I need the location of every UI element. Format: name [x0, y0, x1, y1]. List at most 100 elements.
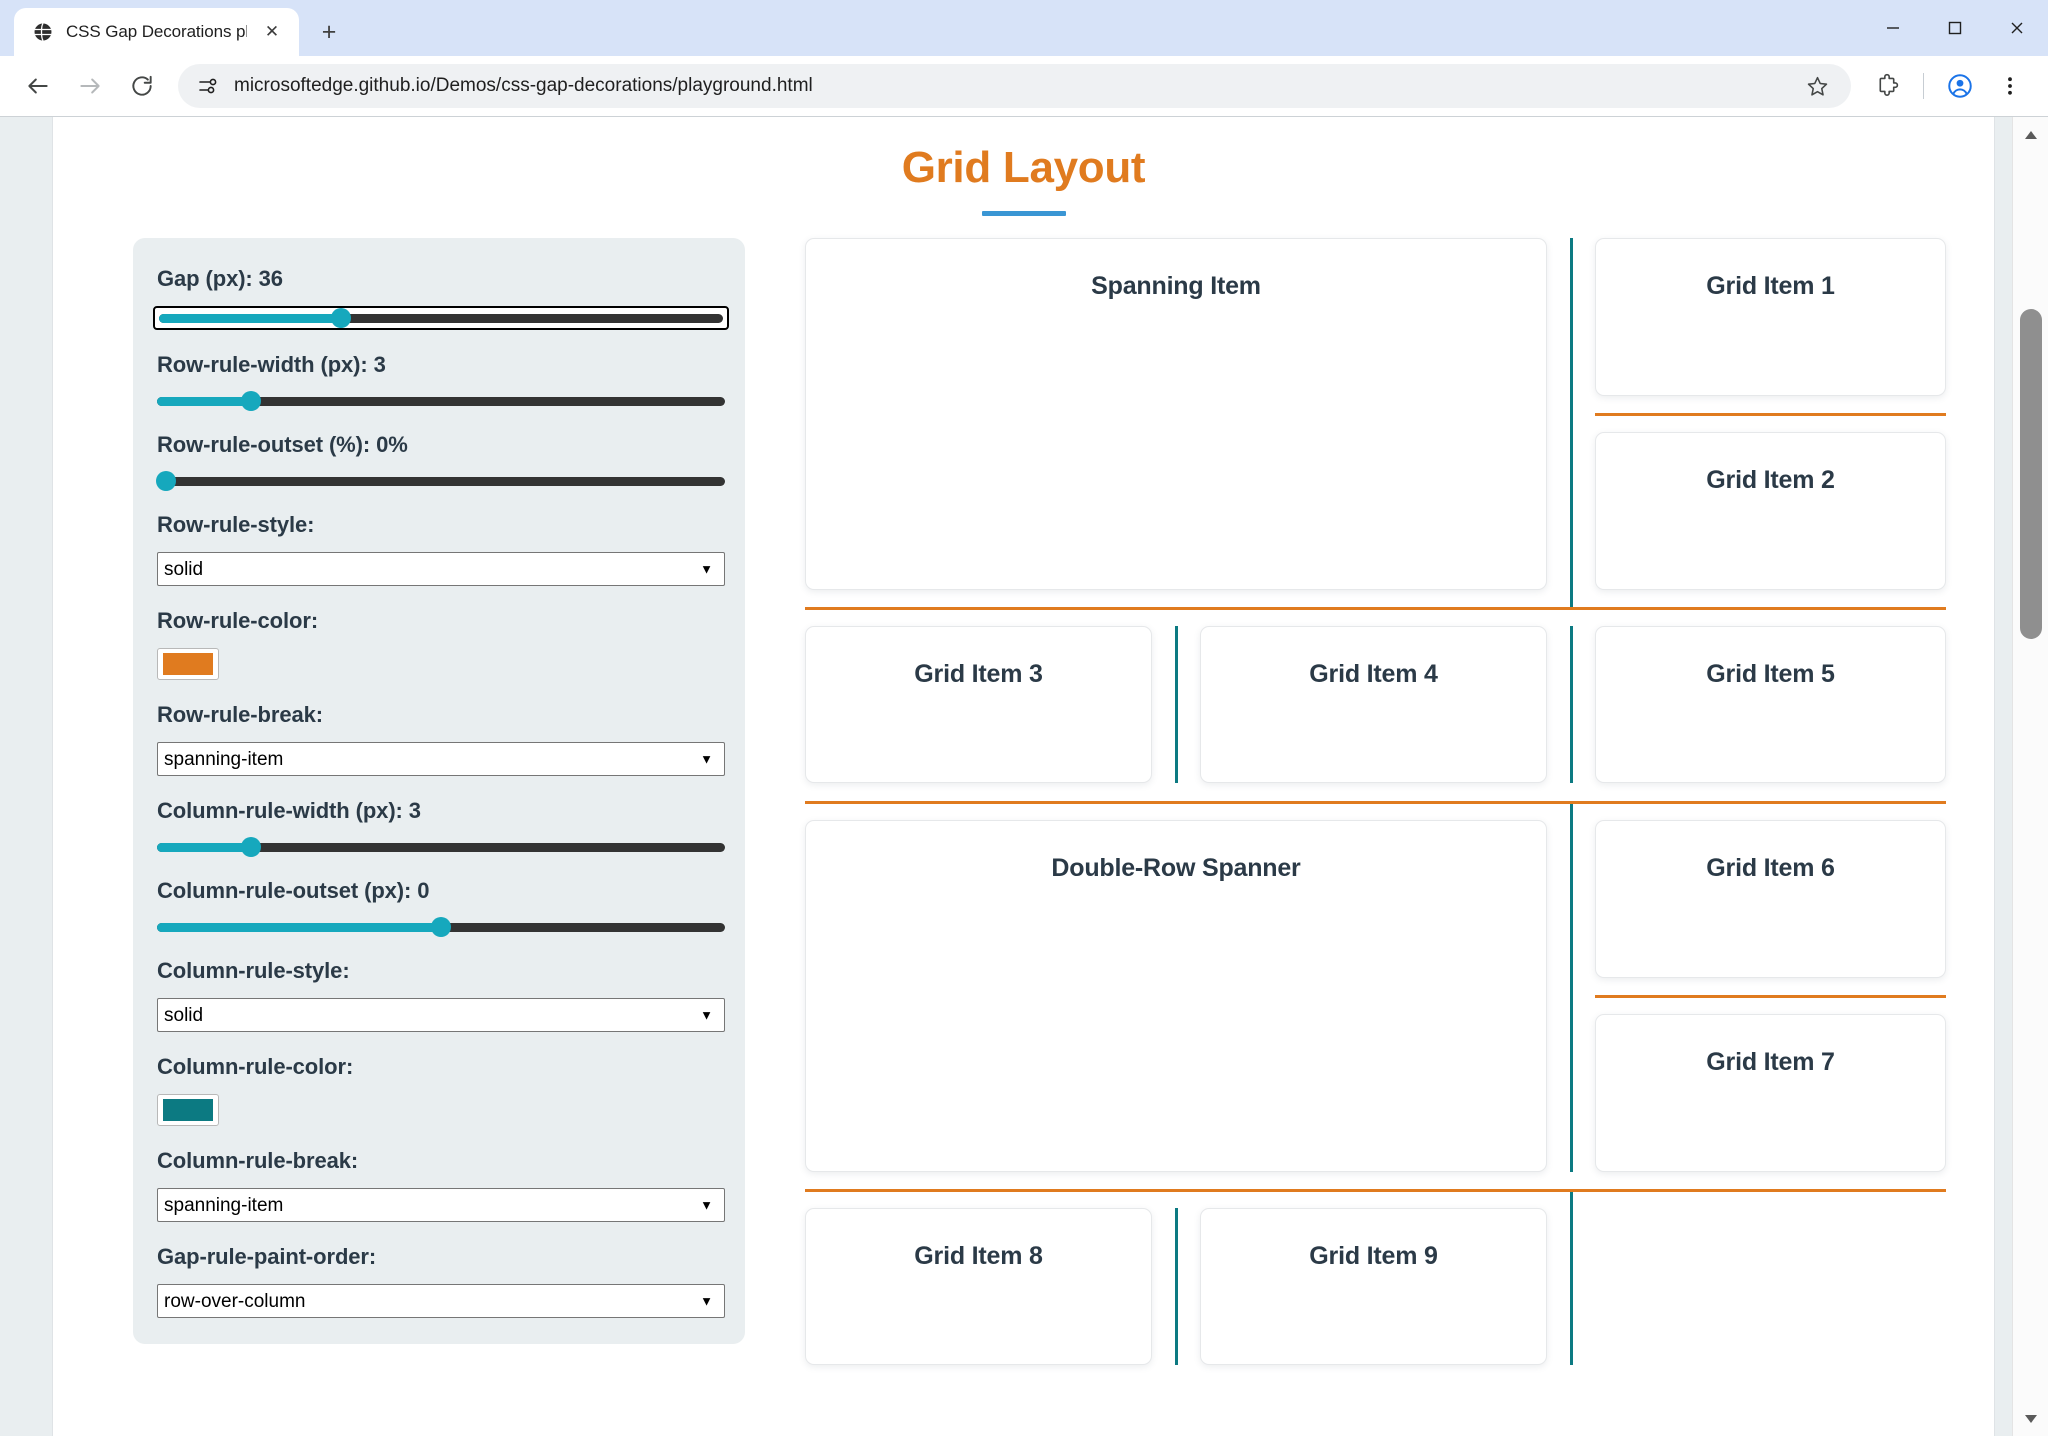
star-icon[interactable] [1797, 66, 1837, 106]
profile-avatar-icon[interactable] [1936, 62, 1984, 110]
grid-stage: Spanning Item Grid Item 1 Grid Item 2 Grid … [805, 238, 1946, 1365]
column-rule [1175, 626, 1178, 783]
slider-thumb[interactable] [330, 308, 351, 328]
color-chip [163, 653, 213, 675]
tab-title: CSS Gap Decorations playground [66, 22, 247, 41]
row-rule [1595, 995, 1946, 998]
grid-cell: Grid Item 6 [1595, 820, 1946, 978]
row-rule-style-label: Row-rule-style: [157, 512, 315, 537]
grid-cell: Grid Item 9 [1200, 1208, 1547, 1365]
column-rule-outset-slider[interactable] [157, 917, 725, 937]
forward-button[interactable] [66, 62, 114, 110]
back-button[interactable] [14, 62, 62, 110]
reload-button[interactable] [118, 62, 166, 110]
slider-fill [159, 313, 345, 323]
row-rule [805, 801, 1946, 804]
tab-close-icon[interactable]: ✕ [264, 22, 280, 41]
page-title: Grid Layout [901, 143, 1146, 192]
column-rule-outset-label: Column-rule-outset (px): 0 [157, 878, 430, 903]
page-viewport: Grid Layout Gap (px): 36 [0, 116, 2048, 1436]
column-rule-break-label: Column-rule-break: [157, 1148, 359, 1173]
minimize-button[interactable] [1862, 0, 1924, 56]
scroll-up-arrow-icon[interactable] [2013, 117, 2048, 153]
row-rule-break-select[interactable]: spanning-item [157, 742, 725, 776]
slider-thumb[interactable] [431, 917, 451, 937]
grid-cell: Grid Item 1 [1595, 238, 1946, 396]
grid-cell-label: Grid Item 3 [914, 660, 1043, 688]
tab-strip: CSS Gap Decorations playground ✕ + [0, 0, 2048, 56]
column-rule [1570, 626, 1573, 783]
grid-cell-label: Grid Item 5 [1706, 660, 1835, 688]
grid-cell: Grid Item 4 [1200, 626, 1547, 783]
column-rule-style-select-wrap: solid ▼ [157, 998, 725, 1032]
control-row-rule-break: Row-rule-break: spanning-item ▼ [157, 702, 725, 776]
row-rule-width-slider[interactable] [157, 391, 725, 411]
column-rule [1175, 1208, 1178, 1365]
gap-rule-paint-order-label: Gap-rule-paint-order: [157, 1244, 377, 1269]
row-rule-outset-slider[interactable] [156, 471, 725, 491]
grid-cell-label: Grid Item 1 [1706, 272, 1835, 300]
grid-cell: Spanning Item [805, 238, 1547, 590]
control-row-rule-color: Row-rule-color: [157, 608, 721, 680]
scrollbar-thumb[interactable] [2020, 309, 2042, 639]
grid-demo: Spanning Item Grid Item 1 Grid Item 2 Grid … [805, 238, 1946, 1365]
new-tab-button[interactable]: + [321, 17, 337, 46]
site-settings-icon[interactable] [196, 74, 220, 98]
column-rule-break-select-wrap: spanning-item ▼ [157, 1188, 725, 1222]
grid-cell-label: Grid Item 4 [1309, 660, 1438, 688]
browser-toolbar: microsoftedge.github.io/Demos/css-gap-de… [0, 56, 2048, 116]
column-rule-width-slider[interactable] [157, 837, 725, 857]
grid-cell-label: Grid Item 7 [1706, 1048, 1835, 1076]
slider-track [157, 476, 725, 486]
grid-cell-label: Double-Row Spanner [1051, 854, 1301, 882]
address-bar[interactable]: microsoftedge.github.io/Demos/css-gap-de… [178, 64, 1851, 108]
column-rule-break-select[interactable]: spanning-item [157, 1188, 725, 1222]
extensions-puzzle-icon[interactable] [1863, 62, 1911, 110]
controls-panel: Gap (px): 36 Row-rule-width (px): 3 [133, 238, 745, 1344]
grid-cell: Double-Row Spanner [805, 820, 1547, 1172]
control-column-rule-color: Column-rule-color: [157, 1054, 721, 1126]
grid-cell-label: Grid Item 2 [1706, 466, 1835, 494]
slider-thumb[interactable] [156, 471, 177, 491]
grid-cell: Grid Item 2 [1595, 432, 1946, 590]
control-column-rule-break: Column-rule-break: spanning-item ▼ [157, 1148, 725, 1222]
browser-tab[interactable]: CSS Gap Decorations playground ✕ [14, 8, 299, 56]
slider-fill [157, 396, 251, 406]
column-rule [1570, 238, 1573, 607]
gap-rule-paint-order-select[interactable]: row-over-column [157, 1284, 725, 1318]
grid-cell: Grid Item 7 [1595, 1014, 1946, 1172]
close-button[interactable] [1986, 0, 2048, 56]
row-rule-outset-label: Row-rule-outset (%): 0% [157, 432, 408, 457]
column-rule-color-picker[interactable] [157, 1094, 219, 1126]
row-rule-style-select-wrap: solid ▼ [157, 552, 725, 586]
row-rule-style-select[interactable]: solid [157, 552, 725, 586]
grid-cell-label: Grid Item 9 [1309, 1242, 1438, 1270]
column-rule [1570, 1189, 1573, 1365]
maximize-button[interactable] [1924, 0, 1986, 56]
row-rule-break-label: Row-rule-break: [157, 702, 323, 727]
row-rule-color-picker[interactable] [157, 648, 219, 680]
grid-cell: Grid Item 3 [805, 626, 1152, 783]
control-column-rule-width: Column-rule-width (px): 3 [157, 798, 725, 857]
grid-cell: Grid Item 8 [805, 1208, 1152, 1365]
row-rule-color-label: Row-rule-color: [157, 608, 319, 633]
three-dot-menu-icon[interactable] [1986, 62, 2034, 110]
page-scrollbar[interactable] [2012, 117, 2048, 1436]
column-rule [1570, 801, 1573, 1172]
gap-rule-paint-order-select-wrap: row-over-column ▼ [157, 1284, 725, 1318]
control-gap: Gap (px): 36 [153, 266, 729, 330]
slider-track [157, 396, 725, 406]
page-content: Gap (px): 36 Row-rule-width (px): 3 [93, 238, 1954, 1365]
slider-thumb[interactable] [240, 837, 261, 857]
control-row-rule-style: Row-rule-style: solid ▼ [157, 512, 725, 586]
control-row-rule-width: Row-rule-width (px): 3 [157, 352, 725, 411]
slider-track [159, 313, 723, 323]
toolbar-divider [1923, 73, 1924, 99]
scroll-down-arrow-icon[interactable] [2013, 1401, 2048, 1436]
gap-slider[interactable] [153, 306, 729, 330]
column-rule-style-select[interactable]: solid [157, 998, 725, 1032]
grid-cell: Grid Item 5 [1595, 626, 1946, 783]
slider-track [157, 842, 725, 852]
slider-thumb[interactable] [240, 391, 261, 411]
